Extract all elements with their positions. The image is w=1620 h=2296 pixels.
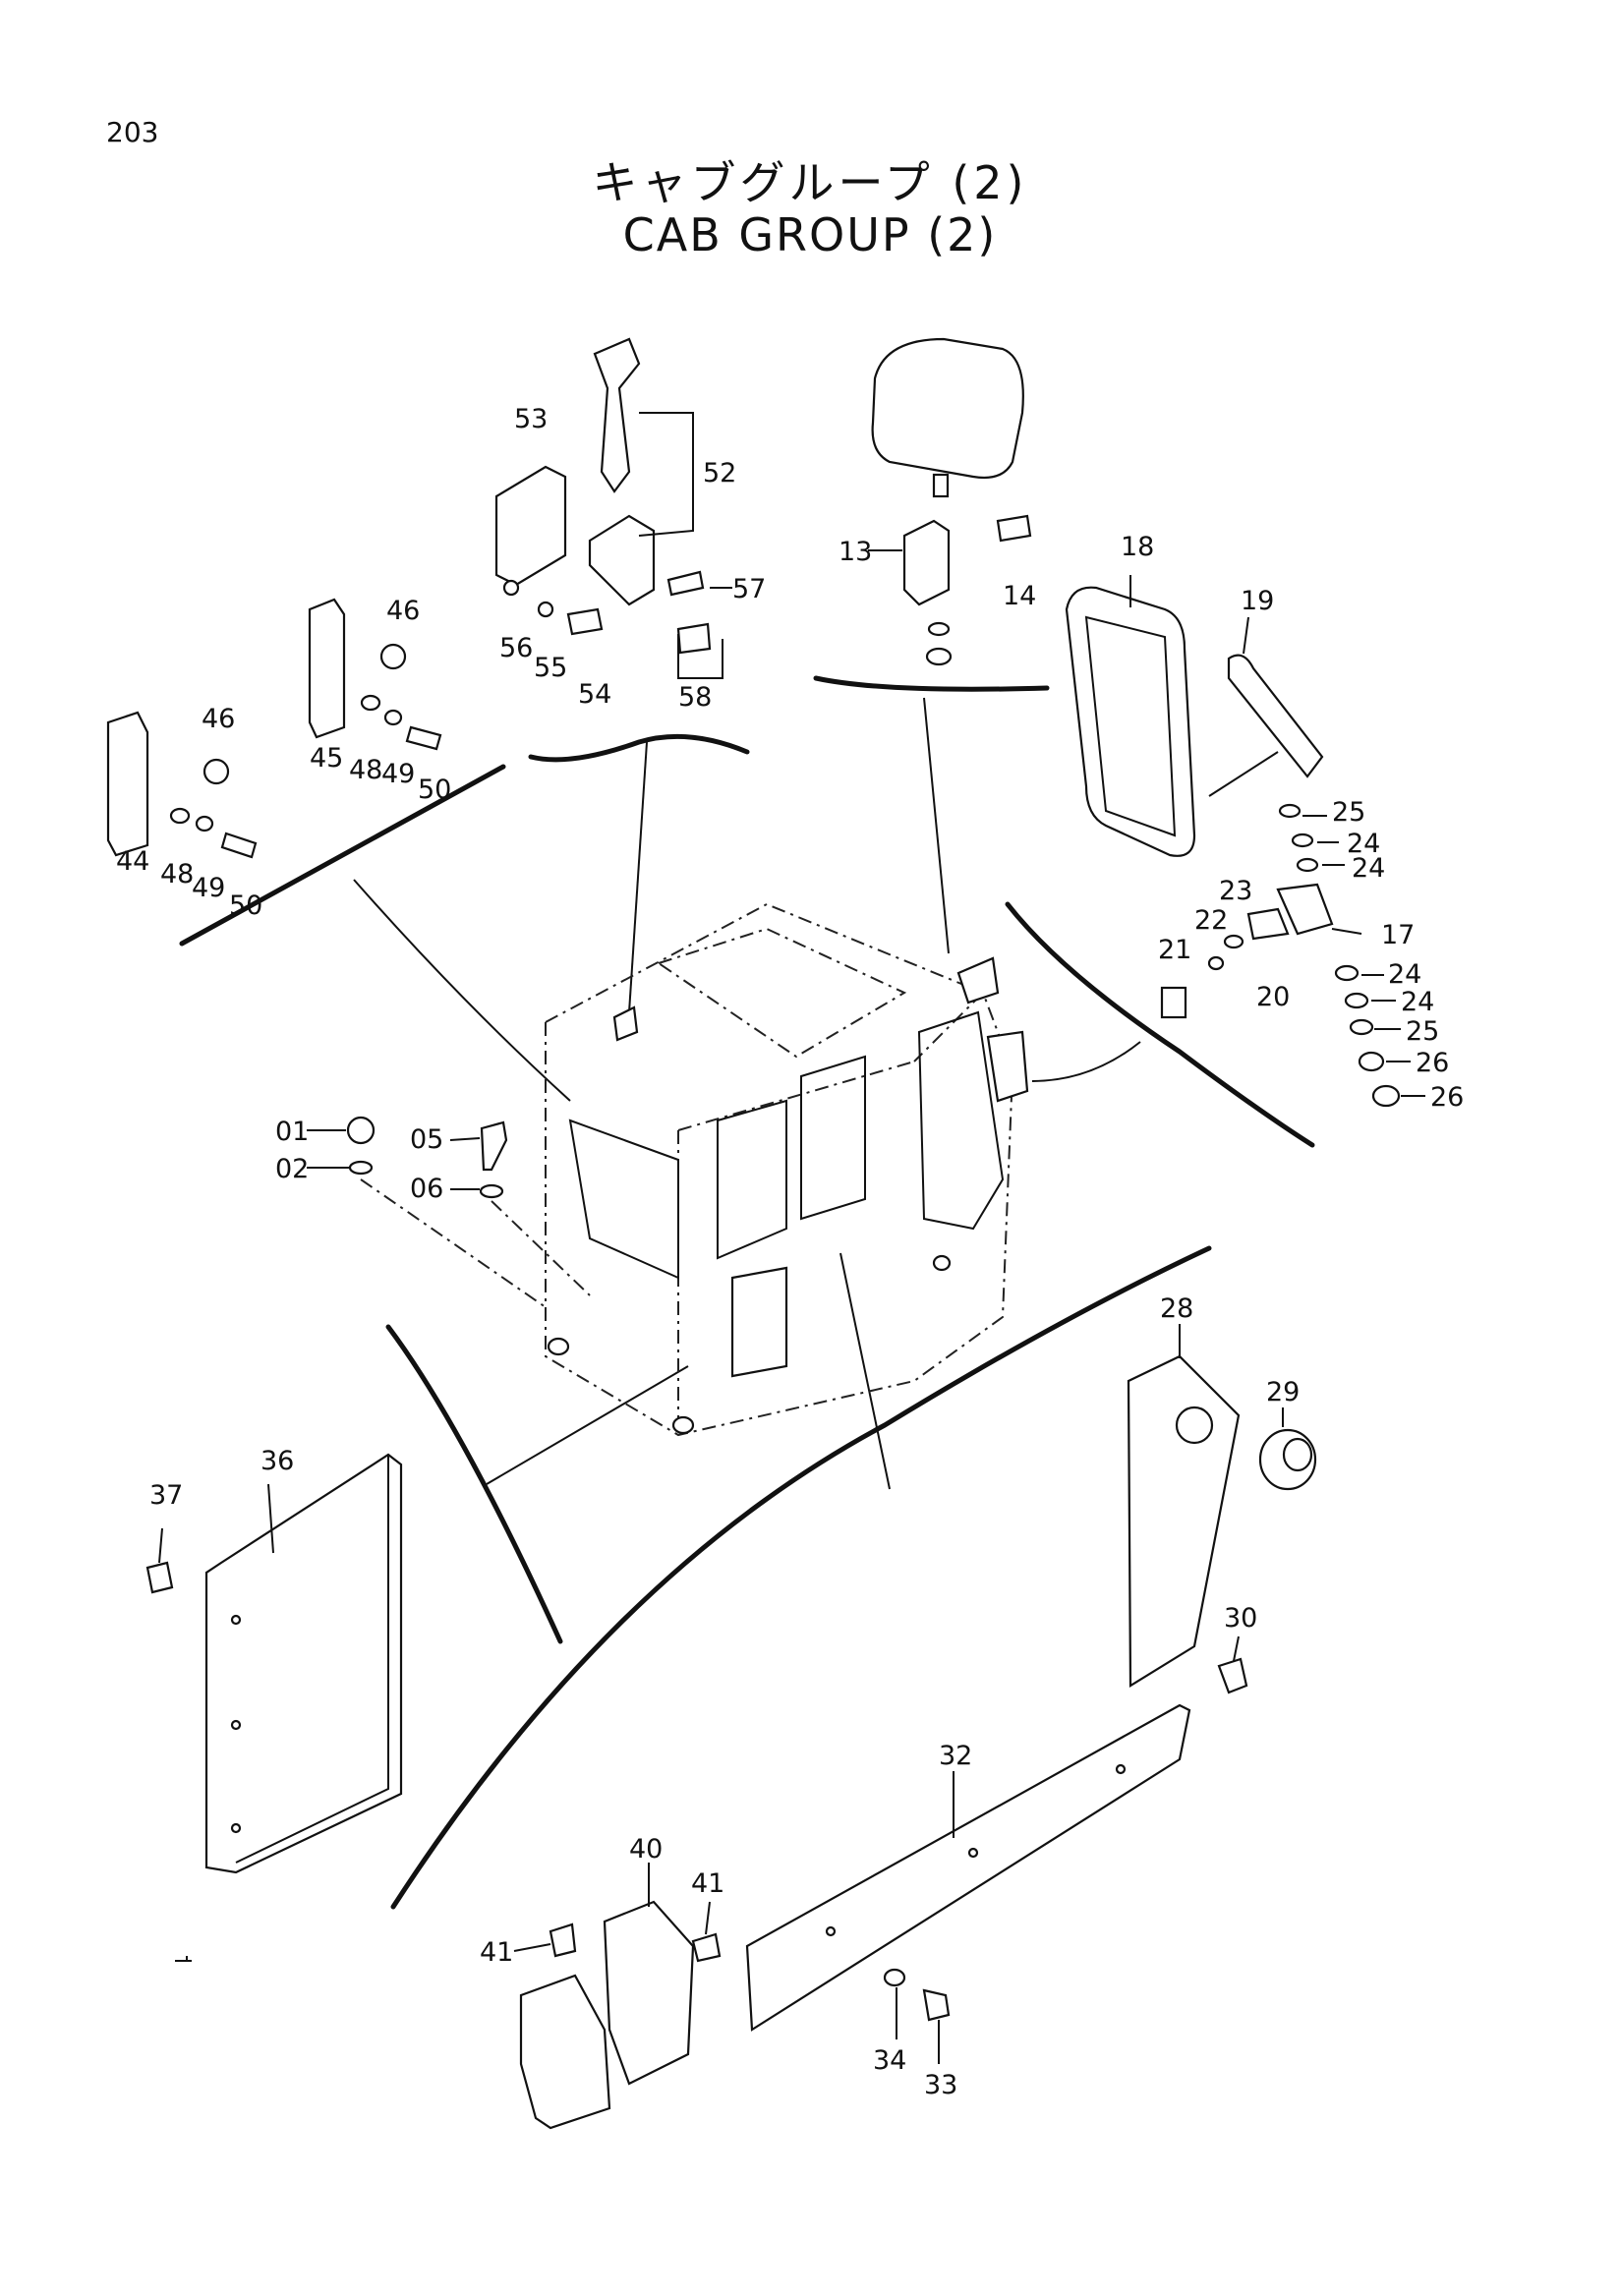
label-21: 21 xyxy=(1158,935,1191,965)
label-24d: 24 xyxy=(1401,987,1434,1017)
label-40: 40 xyxy=(629,1834,663,1865)
label-02: 02 xyxy=(275,1154,309,1184)
label-01: 01 xyxy=(275,1117,309,1147)
label-22: 22 xyxy=(1194,905,1228,936)
label-05: 05 xyxy=(410,1124,443,1155)
label-32: 32 xyxy=(939,1741,972,1771)
label-56: 56 xyxy=(499,633,533,663)
label-53: 53 xyxy=(514,404,548,434)
label-46b: 46 xyxy=(386,596,420,626)
label-24c: 24 xyxy=(1388,959,1421,990)
label-41b: 41 xyxy=(691,1868,724,1899)
label-50a: 50 xyxy=(229,890,262,921)
label-48b: 48 xyxy=(349,755,382,785)
mirror-parts xyxy=(871,337,1032,666)
label-26a: 26 xyxy=(1416,1048,1449,1078)
latch-parts xyxy=(106,598,442,859)
cab-body xyxy=(545,902,1029,1437)
label-13: 13 xyxy=(839,537,872,567)
label-18: 18 xyxy=(1121,532,1154,562)
label-30: 30 xyxy=(1224,1603,1257,1634)
label-45: 45 xyxy=(310,743,343,774)
label-33: 33 xyxy=(924,2070,957,2100)
label-24b: 24 xyxy=(1352,853,1385,884)
title-english: CAB GROUP (2) xyxy=(622,208,998,261)
label-24a: 24 xyxy=(1347,829,1380,859)
label-58: 58 xyxy=(678,682,712,713)
label-46a: 46 xyxy=(202,704,235,734)
cover-36 xyxy=(145,1453,403,1874)
label-20: 20 xyxy=(1256,982,1290,1012)
label-54: 54 xyxy=(578,679,611,710)
window-handle-parts xyxy=(1065,586,1401,1108)
hammer-bracket-parts xyxy=(494,337,723,679)
long-panel-32 xyxy=(745,1703,1191,2032)
label-26b: 26 xyxy=(1430,1082,1464,1113)
label-34: 34 xyxy=(873,2045,906,2076)
label-06: 06 xyxy=(410,1174,443,1204)
label-37: 37 xyxy=(149,1480,183,1511)
label-17: 17 xyxy=(1381,920,1415,950)
label-25b: 25 xyxy=(1406,1016,1439,1047)
label-52: 52 xyxy=(703,458,736,488)
side-panel-28 xyxy=(1127,1354,1317,1694)
part-number-labels: 01 02 05 06 13 14 17 18 19 20 21 22 23 2… xyxy=(116,404,1464,2100)
label-leaders xyxy=(158,549,1425,2064)
label-49b: 49 xyxy=(381,759,415,789)
label-29: 29 xyxy=(1266,1377,1300,1407)
cab-mount-hardware xyxy=(346,1116,591,1308)
label-36: 36 xyxy=(260,1446,294,1476)
label-44: 44 xyxy=(116,846,149,877)
label-23: 23 xyxy=(1219,876,1252,906)
label-57: 57 xyxy=(732,574,766,604)
label-14: 14 xyxy=(1003,581,1036,611)
label-28: 28 xyxy=(1160,1293,1193,1324)
label-19: 19 xyxy=(1241,586,1274,616)
bracket-40 xyxy=(519,1900,722,2130)
label-41a: 41 xyxy=(480,1937,513,1968)
label-50b: 50 xyxy=(418,775,451,805)
label-25a: 25 xyxy=(1332,797,1365,828)
page-number: 203 xyxy=(106,116,159,148)
title-japanese: キャブグループ (2) xyxy=(592,156,1028,209)
leader-lines xyxy=(179,675,1315,1910)
label-49a: 49 xyxy=(192,873,225,903)
label-55: 55 xyxy=(534,653,567,683)
label-48a: 48 xyxy=(160,859,194,890)
